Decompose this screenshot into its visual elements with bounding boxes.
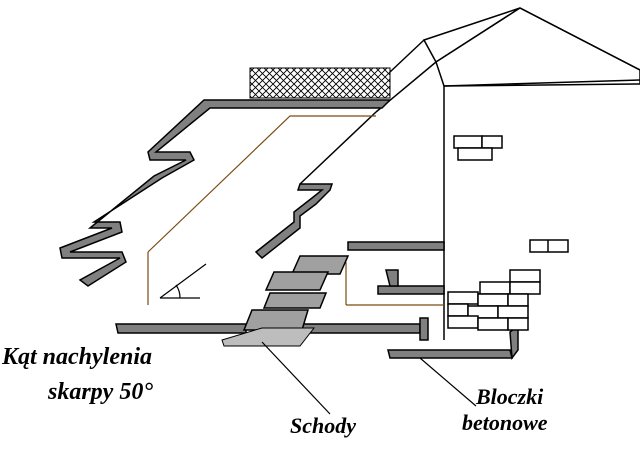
stairs-label: Schody: [290, 413, 356, 438]
slope-angle-symbol: [159, 263, 207, 299]
retaining-wall: [59, 99, 519, 361]
brick-wall: [447, 269, 541, 331]
bottom-landing: [221, 327, 316, 347]
slope-angle-label-line1: Kąt nachylenia: [2, 344, 153, 370]
house-roof: [422, 7, 640, 87]
brick-window: [453, 135, 569, 253]
house-wall: [443, 79, 640, 340]
leader-lines: [261, 341, 477, 415]
ramp-lines: [299, 39, 437, 185]
concrete-blocks-label-line1: Bloczki: [476, 384, 544, 409]
stairs: [242, 255, 350, 331]
concrete-blocks-label-line2: betonowe: [462, 410, 548, 435]
mesh-fence: [249, 67, 391, 99]
slope-angle-label-line2: skarpy 50°: [48, 379, 153, 405]
excavation-outline: [147, 115, 444, 306]
